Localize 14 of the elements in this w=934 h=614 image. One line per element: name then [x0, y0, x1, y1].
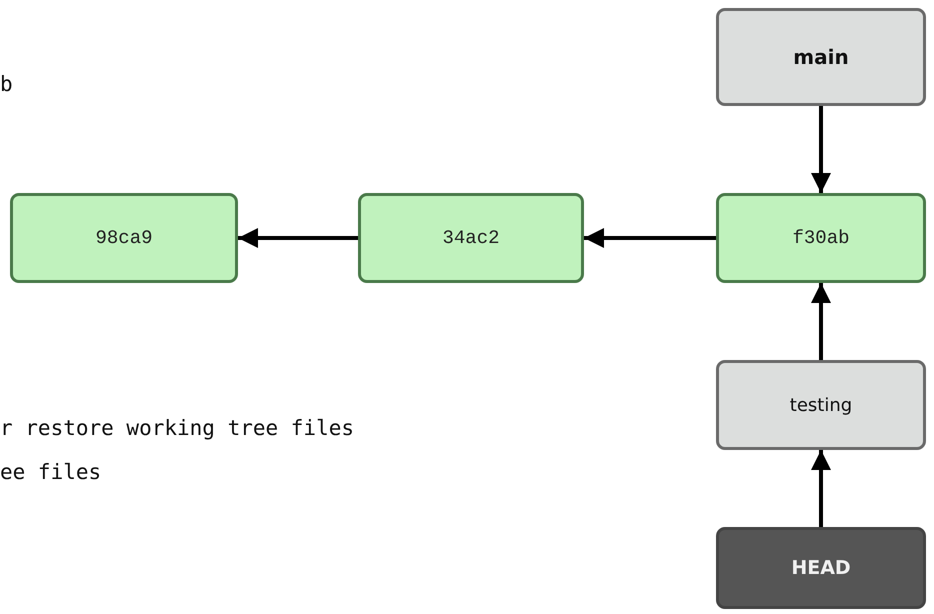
branch-box: main: [716, 8, 926, 106]
text-fragment: b: [0, 72, 13, 96]
commit-box: 98ca9: [10, 193, 238, 283]
text-fragment: ee files: [0, 460, 102, 484]
commit-box: 34ac2: [358, 193, 584, 283]
arrow: [811, 283, 831, 360]
arrow: [811, 450, 831, 527]
arrow: [811, 106, 831, 193]
text-fragment: r restore working tree files: [0, 416, 354, 440]
head-pointer-box: HEAD: [716, 527, 926, 609]
arrow: [584, 228, 716, 248]
branch-box: testing: [716, 360, 926, 450]
arrow: [238, 228, 358, 248]
commit-box: f30ab: [716, 193, 926, 283]
